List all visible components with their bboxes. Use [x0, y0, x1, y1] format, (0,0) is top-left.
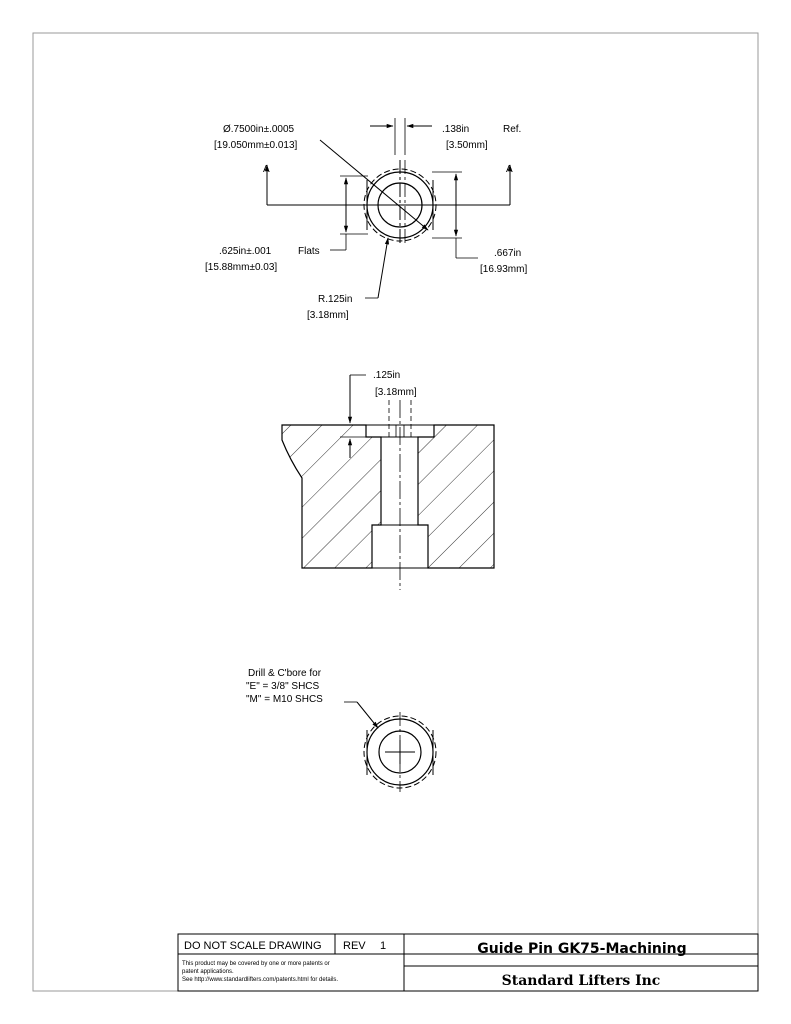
patent-line-3: See http://www.standardlifters.com/paten…	[182, 977, 338, 983]
radius-metric: [3.18mm]	[307, 310, 349, 321]
ref-label: Ref.	[503, 124, 521, 135]
do-not-scale-label: DO NOT SCALE DRAWING	[184, 940, 322, 952]
top-view: Ø.7500in±.0005 [19.050mm±0.013] .138in […	[205, 118, 527, 321]
section-label-right: A	[506, 164, 513, 175]
sheet-border	[32, 32, 759, 992]
height-metric: [16.93mm]	[480, 264, 527, 275]
height-label: .667in	[494, 248, 521, 259]
diameter-metric: [19.050mm±0.013]	[214, 140, 298, 151]
drill-note-line2: "E" = 3/8" SHCS	[246, 681, 320, 692]
rev-label: REV	[343, 940, 366, 952]
section-label-left: A	[263, 164, 270, 175]
diameter-label: Ø.7500in±.0005	[223, 124, 295, 135]
section-view: .125in [3.18mm]	[281, 370, 495, 590]
patent-line-2: patent applications.	[182, 969, 234, 975]
bottom-view: Drill & C'bore for "E" = 3/8" SHCS "M" =…	[246, 668, 437, 792]
offset-label: .138in	[442, 124, 469, 135]
flats-label: .625in±.001	[219, 246, 272, 257]
flats-metric: [15.88mm±0.03]	[205, 262, 277, 273]
drill-note-leader	[356, 701, 379, 729]
drill-note-line1: Drill & C'bore for	[248, 668, 322, 679]
depth-metric: [3.18mm]	[375, 387, 417, 398]
drill-note-line3: "M" = M10 SHCS	[246, 694, 323, 705]
patent-line-1: This product may be covered by one or mo…	[182, 961, 330, 967]
offset-metric: [3.50mm]	[446, 140, 488, 151]
title-block: DO NOT SCALE DRAWING REV 1 This product …	[177, 933, 759, 992]
section-block-left	[281, 424, 382, 569]
drawing-title: Guide Pin GK75-Machining	[477, 941, 686, 957]
section-block-right	[417, 424, 495, 569]
flats-word: Flats	[298, 246, 320, 257]
diameter-leader	[319, 139, 429, 231]
company-name: Standard Lifters Inc	[502, 973, 661, 989]
radius-label: R.125in	[318, 294, 352, 305]
depth-label: .125in	[373, 370, 400, 381]
rev-value: 1	[380, 940, 386, 952]
radius-leader	[377, 237, 390, 299]
